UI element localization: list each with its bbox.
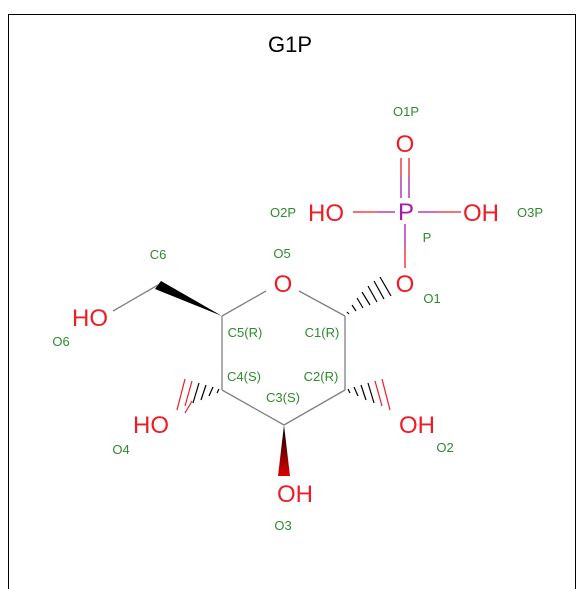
atom-ho-o2p: HO xyxy=(308,200,344,227)
label-o3: O3 xyxy=(274,518,291,533)
label-c1: C1(R) xyxy=(305,325,340,340)
bond-c2-c3 xyxy=(283,389,346,426)
label-o2p: O2P xyxy=(270,205,296,220)
bond-c3-c4 xyxy=(221,389,285,426)
hash-c2-o2 xyxy=(347,378,391,411)
phosphate-bonds xyxy=(353,158,461,268)
label-o6: O6 xyxy=(52,334,69,349)
bond-c5-o5 xyxy=(221,290,267,317)
label-o4: O4 xyxy=(112,442,129,457)
bond-o5-c1 xyxy=(298,290,346,317)
atom-oh-o3p: OH xyxy=(463,200,499,227)
diagram-frame xyxy=(8,14,576,589)
hash-c1-o1 xyxy=(346,276,392,315)
wedge-c3-o3 xyxy=(278,425,290,476)
label-c2: C2(R) xyxy=(304,369,339,384)
label-c5: C5(R) xyxy=(228,325,263,340)
atom-o1p: O xyxy=(396,131,415,158)
wedge-c5-c6 xyxy=(155,281,222,316)
label-o1: O1 xyxy=(423,291,440,306)
label-c3: C3(S) xyxy=(266,390,300,405)
label-o2: O2 xyxy=(436,440,453,455)
label-c6: C6 xyxy=(150,247,167,262)
atom-ho-o6: HO xyxy=(72,305,108,332)
label-o1p: O1P xyxy=(393,104,419,119)
ring-bonds xyxy=(112,284,346,426)
atom-o-ring: O xyxy=(274,271,293,298)
bond-c6-o6 xyxy=(112,284,159,312)
hash-c4-o4 xyxy=(176,378,220,414)
atom-oh-o2: OH xyxy=(399,412,435,439)
atom-o-o1: O xyxy=(396,271,415,298)
molecule-title: G1P xyxy=(268,32,312,57)
label-p: P xyxy=(423,230,432,245)
label-o3p: O3P xyxy=(517,205,543,220)
atom-p: P xyxy=(398,199,414,226)
label-o5: O5 xyxy=(273,246,290,261)
atom-oh-o3: OH xyxy=(277,481,313,508)
atom-ho-o4: HO xyxy=(133,412,169,439)
label-c4: C4(S) xyxy=(227,369,261,384)
